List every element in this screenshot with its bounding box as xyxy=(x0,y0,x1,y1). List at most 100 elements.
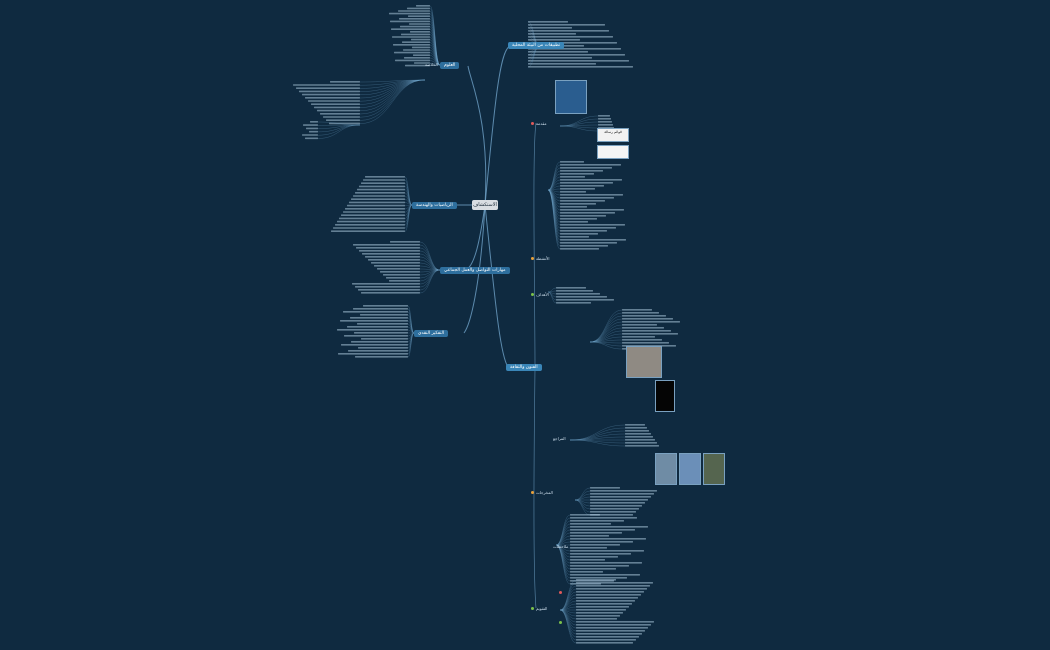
text-placeholder xyxy=(345,208,405,210)
text-placeholder xyxy=(412,46,430,49)
branch-node[interactable]: العلوم xyxy=(440,62,460,69)
connector-line xyxy=(547,290,557,293)
logo-image[interactable] xyxy=(597,145,629,159)
topic-label[interactable]: المخرجات xyxy=(536,490,553,495)
text-placeholder xyxy=(333,227,405,229)
text-image[interactable]: قوائم رسالة xyxy=(597,128,629,142)
text-placeholder xyxy=(560,200,605,202)
text-placeholder xyxy=(576,639,636,641)
text-placeholder xyxy=(317,109,360,112)
text-placeholder xyxy=(320,113,360,115)
topic-label[interactable]: الأهداف xyxy=(536,292,549,297)
text-placeholder xyxy=(570,559,605,561)
connector-line xyxy=(317,124,361,139)
text-placeholder xyxy=(326,119,360,121)
text-placeholder xyxy=(394,51,430,54)
text-placeholder xyxy=(560,191,586,193)
topic-label[interactable]: ملاحظات xyxy=(553,544,569,549)
text-placeholder xyxy=(560,227,616,229)
text-placeholder xyxy=(343,211,405,213)
text-placeholder xyxy=(358,289,420,291)
text-placeholder xyxy=(407,7,430,10)
text-placeholder xyxy=(560,218,597,220)
photo-image[interactable] xyxy=(679,453,701,485)
topic-label[interactable]: الخلاصة xyxy=(425,62,438,67)
connector-line xyxy=(359,79,426,111)
text-placeholder xyxy=(314,106,360,109)
text-placeholder xyxy=(590,493,654,495)
branch-node[interactable]: الفنون والثقافة xyxy=(506,364,542,371)
text-placeholder xyxy=(560,206,587,208)
connector-line xyxy=(404,183,413,206)
text-placeholder xyxy=(570,547,607,549)
text-placeholder xyxy=(368,259,420,261)
text-placeholder xyxy=(560,230,607,232)
text-placeholder xyxy=(622,330,671,332)
topic-label[interactable]: الأنشطة xyxy=(536,256,550,261)
text-placeholder xyxy=(576,609,626,611)
text-placeholder xyxy=(338,353,408,355)
text-placeholder xyxy=(363,305,408,307)
connector-line xyxy=(359,79,426,124)
text-placeholder xyxy=(570,538,646,540)
diagram-image[interactable] xyxy=(555,80,587,114)
connector-line xyxy=(465,204,486,271)
connector-line xyxy=(419,241,441,271)
topic-label[interactable]: مقدمة xyxy=(536,121,547,126)
topic-label[interactable]: المراجع xyxy=(553,436,566,441)
photo-image[interactable] xyxy=(626,346,662,378)
text-placeholder xyxy=(576,618,617,620)
text-placeholder xyxy=(576,582,653,584)
text-placeholder xyxy=(560,194,623,196)
photo-image[interactable] xyxy=(655,453,677,485)
connector-line xyxy=(419,269,441,282)
text-placeholder xyxy=(389,12,430,15)
text-placeholder xyxy=(570,532,622,534)
connector-line xyxy=(533,122,537,368)
text-placeholder xyxy=(576,636,639,638)
text-placeholder xyxy=(365,176,405,178)
text-placeholder xyxy=(528,21,568,23)
text-placeholder xyxy=(625,433,651,435)
text-placeholder xyxy=(386,277,420,279)
branch-node[interactable]: مهارات التواصل والعمل الجماعي xyxy=(440,267,510,274)
text-placeholder xyxy=(556,299,614,301)
connector-line xyxy=(404,180,413,206)
text-placeholder xyxy=(560,197,614,199)
text-placeholder xyxy=(625,430,649,432)
text-placeholder xyxy=(560,185,604,187)
text-placeholder xyxy=(622,315,666,317)
text-placeholder xyxy=(352,283,420,285)
text-placeholder xyxy=(343,311,408,313)
text-placeholder xyxy=(590,508,639,510)
text-placeholder xyxy=(528,27,572,29)
text-placeholder xyxy=(399,18,430,20)
text-placeholder xyxy=(337,329,408,331)
text-placeholder xyxy=(353,195,405,197)
text-placeholder xyxy=(570,523,611,525)
connector-line xyxy=(419,269,441,294)
text-placeholder xyxy=(293,84,360,86)
status-dot-icon xyxy=(531,607,534,610)
connector-line xyxy=(359,79,426,105)
connector-line xyxy=(589,318,623,343)
text-placeholder xyxy=(347,204,405,207)
video-image[interactable] xyxy=(655,380,675,412)
text-placeholder xyxy=(570,568,616,570)
central-topic[interactable]: الاستكشاف xyxy=(472,200,498,210)
branch-node[interactable]: الرياضيات والهندسة xyxy=(412,202,457,209)
branch-node[interactable]: التفكير النقدي xyxy=(414,330,449,337)
connector-line xyxy=(359,79,426,118)
topic-label[interactable]: التقويم xyxy=(536,606,548,611)
text-placeholder xyxy=(576,615,620,617)
text-placeholder xyxy=(576,621,654,623)
text-placeholder xyxy=(528,54,625,56)
branch-node[interactable]: تطبيقات من البيئة المحلية xyxy=(508,42,565,49)
photo-image[interactable] xyxy=(703,453,725,485)
connector-line xyxy=(559,609,577,626)
text-placeholder xyxy=(625,445,659,447)
status-dot-icon xyxy=(531,122,534,125)
text-placeholder xyxy=(337,220,405,223)
text-placeholder xyxy=(560,170,603,172)
